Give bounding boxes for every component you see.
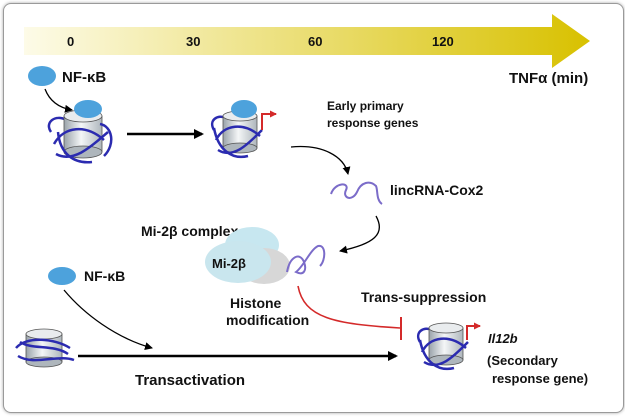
tick-120: 120 [432, 34, 454, 49]
early-genes-label-line1: Early primary [327, 99, 404, 113]
mi2-complex-label: Mi-2β complex [141, 223, 238, 239]
nfkb-top-label: NF-κB [62, 69, 106, 86]
nfkb-bound-1 [74, 100, 102, 118]
transcription-start-arrow-1 [261, 110, 277, 130]
nucleosome-il12b [416, 322, 469, 371]
diagram-canvas: 0 30 60 120 TNFα (min) NF-κB Early prima… [15, 14, 590, 389]
lincrna-label: lincRNA-Cox2 [390, 182, 484, 198]
nfkb-to-promoter-arrow [63, 289, 153, 350]
histone-label-line1: Histone [230, 295, 282, 311]
nfkb-bottom-label: NF-κB [84, 268, 125, 284]
mi2-label: Mi-2β [212, 256, 246, 271]
tick-0: 0 [67, 34, 74, 49]
mi2-complex [205, 227, 290, 284]
nucleosome-il12b-repressed [15, 328, 75, 368]
timeline-arrow [24, 14, 590, 68]
transactivation-label: Transactivation [135, 372, 245, 389]
timeline-ticks: 0 30 60 120 [67, 34, 454, 49]
il12b-label: Il12b [488, 331, 518, 346]
to-complex-arrow [339, 215, 381, 254]
lincrna-molecule [330, 181, 383, 205]
tnf-axis-label: TNFα (min) [509, 70, 588, 87]
nucleosome-initial [47, 109, 113, 164]
secondary-label-line2: response gene) [492, 371, 588, 386]
nfkb-binding-arrow [44, 88, 73, 113]
histone-label-line2: modification [226, 312, 309, 328]
to-lincrna-arrow [290, 145, 351, 175]
tick-60: 60 [308, 34, 322, 49]
nucleosome-activated [210, 110, 263, 159]
early-genes-label-line2: response genes [327, 116, 419, 130]
secondary-label-line1: (Secondary [487, 353, 559, 368]
nfkb-bound-2 [231, 100, 257, 118]
lincrna-bound [286, 244, 326, 275]
nfkb-free-bottom [48, 267, 76, 285]
diagram-frame: 0 30 60 120 TNFα (min) NF-κB Early prima… [3, 3, 624, 413]
inhibition-line [297, 285, 401, 329]
transcription-start-arrow-2 [466, 322, 481, 340]
trans-suppression-label: Trans-suppression [361, 289, 486, 305]
nfkb-free-top [28, 66, 56, 86]
tick-30: 30 [186, 34, 200, 49]
